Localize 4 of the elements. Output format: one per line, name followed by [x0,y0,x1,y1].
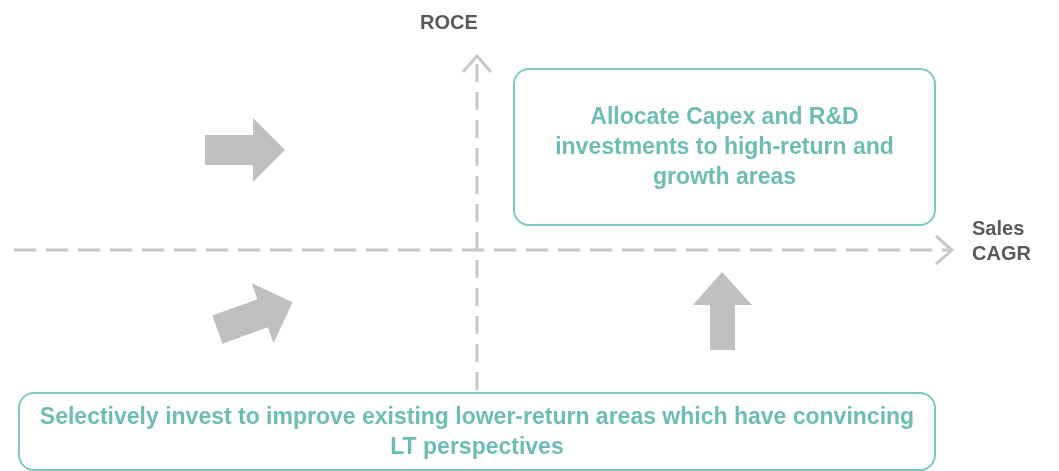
axis-label: ROCE [420,10,478,35]
text-box: Allocate Capex and R&D investments to high-return and growth areas [513,68,936,226]
axis-label: Sales CAGR [972,216,1032,266]
text-box: Selectively invest to improve existing lower-return areas which have convincing LT perspectives [18,392,936,471]
